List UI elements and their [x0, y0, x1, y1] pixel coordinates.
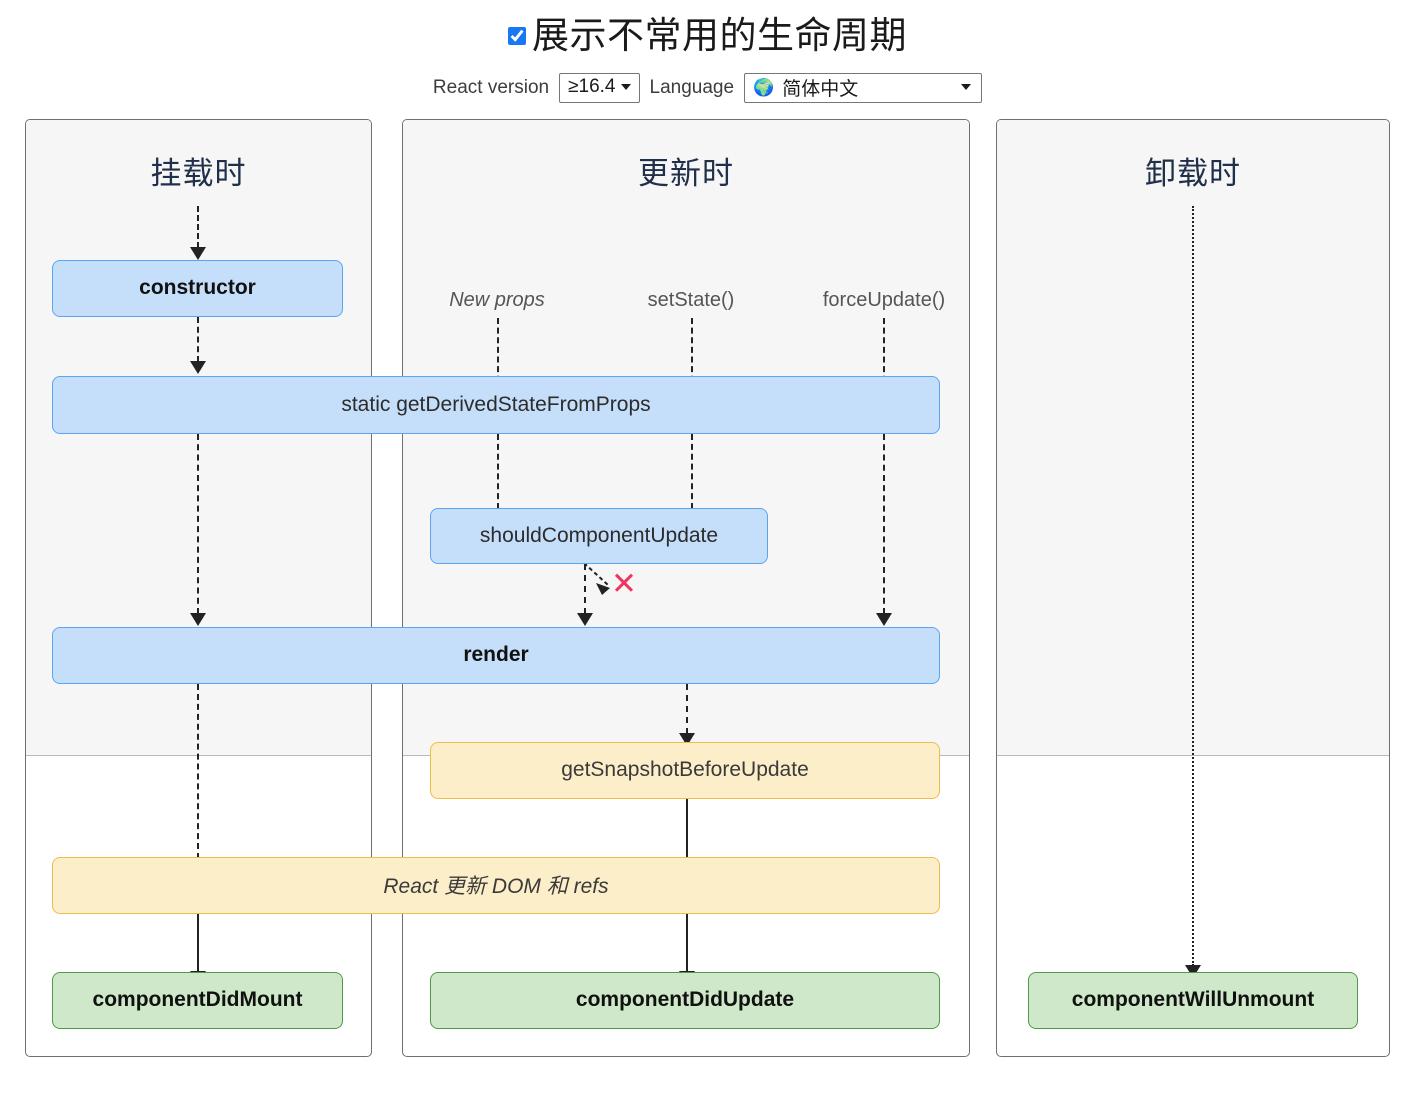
node-should-component-update[interactable]: shouldComponentUpdate — [430, 507, 768, 564]
language-label: Language — [649, 76, 735, 98]
connector-snapshot-to-dom — [686, 798, 688, 859]
connector-newprops-to-gdsfp — [497, 317, 499, 401]
controls-row: React version ≥16.4 Language 🌍 简体中文 — [0, 72, 1415, 103]
language-value: 简体中文 — [782, 78, 859, 100]
react-version-label: React version — [432, 76, 550, 98]
page-header: 展示不常用的生命周期 React version ≥16.4 Language … — [0, 0, 1415, 103]
title-row: 展示不常用的生命周期 — [0, 15, 1415, 57]
connector-setstate-to-gdsfp — [691, 317, 693, 401]
show-uncommon-lifecycles-checkbox[interactable] — [508, 27, 526, 46]
connector-dom-to-did-update — [686, 913, 688, 972]
connector-forceupdate-to-gdsfp — [883, 317, 885, 401]
language-select[interactable]: 🌍 简体中文 — [744, 72, 983, 103]
node-get-snapshot-before-update[interactable]: getSnapshotBeforeUpdate — [430, 741, 940, 799]
node-react-updates-dom-and-refs[interactable]: React 更新 DOM 和 refs — [52, 856, 940, 914]
react-version-select[interactable]: ≥16.4 — [559, 72, 640, 103]
connector-gdsfp-to-scu-right — [691, 433, 693, 509]
connector-dom-to-did-mount — [197, 913, 199, 972]
connector-gdsfp-to-render-mount — [197, 433, 199, 614]
node-component-will-unmount[interactable]: componentWillUnmount — [1028, 971, 1358, 1029]
connector-scu-skip-branch — [583, 561, 610, 595]
react-version-value: ≥16.4 — [568, 76, 616, 98]
globe-icon: 🌍 — [753, 77, 775, 97]
arrowhead — [577, 612, 593, 626]
arrowhead — [190, 246, 206, 260]
connector-constructor-to-gdsfp — [197, 316, 199, 362]
node-component-did-update[interactable]: componentDidUpdate — [430, 971, 940, 1029]
node-render[interactable]: render — [52, 626, 940, 684]
unmounting-column-title: 卸载时 — [1145, 155, 1241, 191]
updating-column-title: 更新时 — [638, 155, 734, 191]
arrowhead — [190, 612, 206, 626]
mounting-column-title: 挂载时 — [150, 155, 247, 191]
connector-render-to-snapshot — [686, 683, 688, 734]
connector-title-to-constructor — [197, 205, 199, 248]
node-component-did-mount[interactable]: componentDidMount — [52, 971, 343, 1029]
language-select-value-group: 🌍 简体中文 — [753, 74, 858, 101]
connector-gdsfp-to-scu-left — [497, 433, 499, 509]
connector-title-to-will-unmount — [1192, 205, 1194, 966]
chevron-down-icon — [961, 84, 972, 91]
node-get-derived-state-from-props[interactable]: static getDerivedStateFromProps — [52, 375, 940, 434]
page-title: 展示不常用的生命周期 — [532, 15, 907, 56]
lifecycle-diagram: 挂载时 更新时 卸载时 ✕ — [0, 109, 1415, 1069]
chevron-down-icon — [620, 84, 631, 91]
node-constructor[interactable]: constructor — [52, 259, 343, 317]
skip-render-x-icon: ✕ — [611, 565, 637, 602]
arrowhead — [190, 360, 206, 374]
trigger-new-props: New props — [449, 288, 545, 311]
arrowhead — [876, 612, 892, 626]
connector-scu-to-render — [584, 563, 586, 614]
connector-forceupdate-bypass-to-render — [883, 433, 885, 614]
trigger-force-update: forceUpdate() — [822, 288, 946, 311]
trigger-set-state: setState() — [647, 288, 735, 311]
connector-render-to-dom-mount — [197, 683, 199, 859]
